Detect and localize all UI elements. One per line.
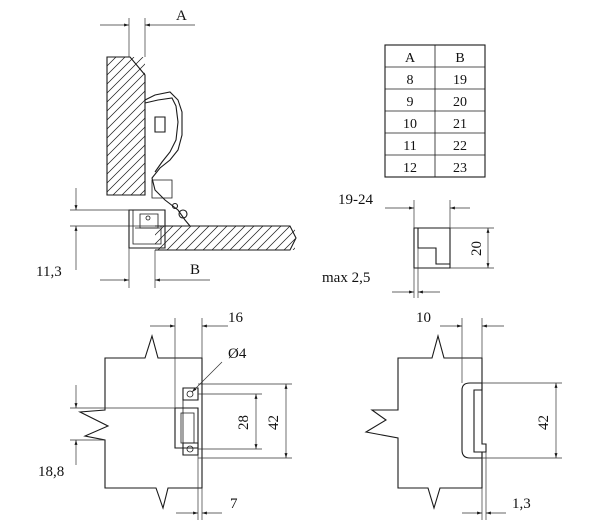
dimension-11-3-label: 11,3 [36, 264, 62, 280]
dimension-11-3: 11,3 [36, 188, 155, 280]
table-cell: 11 [403, 139, 416, 154]
hatch-line [155, 226, 156, 227]
hatch-line [155, 226, 165, 236]
hatch-line [211, 226, 237, 250]
hatch-line [274, 229, 295, 250]
door-hatching [107, 57, 413, 195]
hatch-line [185, 57, 323, 195]
hatch-line [166, 226, 192, 250]
hatch-line [256, 226, 282, 250]
table-cell: 9 [407, 95, 414, 110]
hatch-line [158, 57, 296, 195]
hatch-line [283, 238, 295, 250]
hatch-line [175, 226, 201, 250]
hatch-line [107, 153, 145, 193]
plate-height-label: 20 [469, 241, 485, 256]
ab-table: A B 8 19 9 20 10 21 11 22 12 23 [384, 44, 486, 178]
hatch-line [266, 57, 404, 195]
hatch-line [107, 144, 145, 184]
hatch-line [130, 180, 145, 195]
cabinet-panel [155, 225, 335, 251]
plate-detail: 19-24 20 max 2,5 [322, 192, 494, 298]
hatch-line [121, 171, 145, 195]
hatch-line [230, 57, 368, 195]
plate-width-label: 19-24 [338, 192, 373, 208]
hatch-line [167, 57, 305, 195]
hatch-line [248, 57, 386, 195]
hole-diameter-label: Ø4 [228, 346, 247, 362]
table-cell: 19 [453, 73, 467, 88]
dimension-a: A [100, 8, 195, 57]
slot-dimension-42-label: 42 [536, 415, 552, 430]
dimension-7-label: 7 [230, 496, 238, 512]
hatch-line [184, 226, 210, 250]
hatch-line [275, 57, 413, 195]
hatch-line [107, 90, 145, 130]
front-view: Ø4 16 28 42 18,8 7 [38, 310, 292, 520]
table-cell: 10 [403, 117, 417, 132]
hatch-line [265, 226, 291, 250]
hatch-line [107, 57, 126, 76]
hatch-line [193, 226, 219, 250]
hatch-line [311, 226, 335, 250]
dimension-42-label: 42 [266, 415, 282, 430]
panel-hatching [155, 226, 335, 250]
dimension-16-label: 16 [228, 310, 244, 326]
hatch-line [220, 226, 246, 250]
table-cell: 23 [453, 161, 467, 176]
dimension-a-label: A [176, 8, 187, 24]
table-cell: 12 [403, 161, 417, 176]
hatch-line [107, 126, 145, 166]
hatch-line [107, 99, 145, 139]
hatch-line [238, 226, 264, 250]
hatch-line [107, 57, 135, 85]
hatch-line [107, 57, 144, 94]
hatch-line [239, 57, 377, 195]
hatch-line [157, 226, 183, 250]
hinge-cup [128, 209, 166, 249]
hatch-line [202, 226, 228, 250]
hatch-line [176, 57, 314, 195]
side-view: A 11,3 B [36, 8, 413, 288]
hatch-line [194, 57, 332, 195]
hatch-line [149, 57, 287, 195]
hatch-line [107, 108, 145, 148]
slot-view: 10 42 1,3 [364, 310, 562, 520]
slot-dimension-1-3-label: 1,3 [512, 496, 531, 512]
hatch-line [107, 57, 108, 58]
hatch-line [203, 57, 341, 195]
hatch-line [107, 81, 145, 121]
slot-dimension-10-label: 10 [416, 310, 431, 326]
table-cell: 21 [453, 117, 467, 132]
hatch-line [302, 226, 326, 250]
hatch-line [221, 57, 359, 195]
hatch-line [107, 135, 145, 175]
hatch-line [229, 226, 255, 250]
dimension-18-8-label: 18,8 [38, 464, 64, 480]
hatch-line [107, 72, 145, 112]
dimension-b: B [100, 248, 210, 288]
table-header-a: A [405, 51, 416, 66]
table-cell: 20 [453, 95, 467, 110]
dimension-b-label: B [190, 262, 200, 278]
hatch-line [112, 162, 145, 195]
hatch-line [212, 57, 350, 195]
hatch-line [107, 63, 145, 103]
table-header-b: B [455, 51, 464, 66]
hatch-line [107, 117, 145, 157]
hatch-line [107, 57, 117, 67]
table-cell: 8 [407, 73, 414, 88]
plate-thickness-label: max 2,5 [322, 270, 370, 286]
hatch-line [257, 57, 395, 195]
dimension-28-label: 28 [236, 415, 252, 430]
hatch-line [139, 189, 145, 195]
hatch-line [247, 226, 273, 250]
table-cell: 22 [453, 139, 467, 154]
hinge-arm [144, 91, 191, 227]
door-panel [106, 56, 413, 196]
